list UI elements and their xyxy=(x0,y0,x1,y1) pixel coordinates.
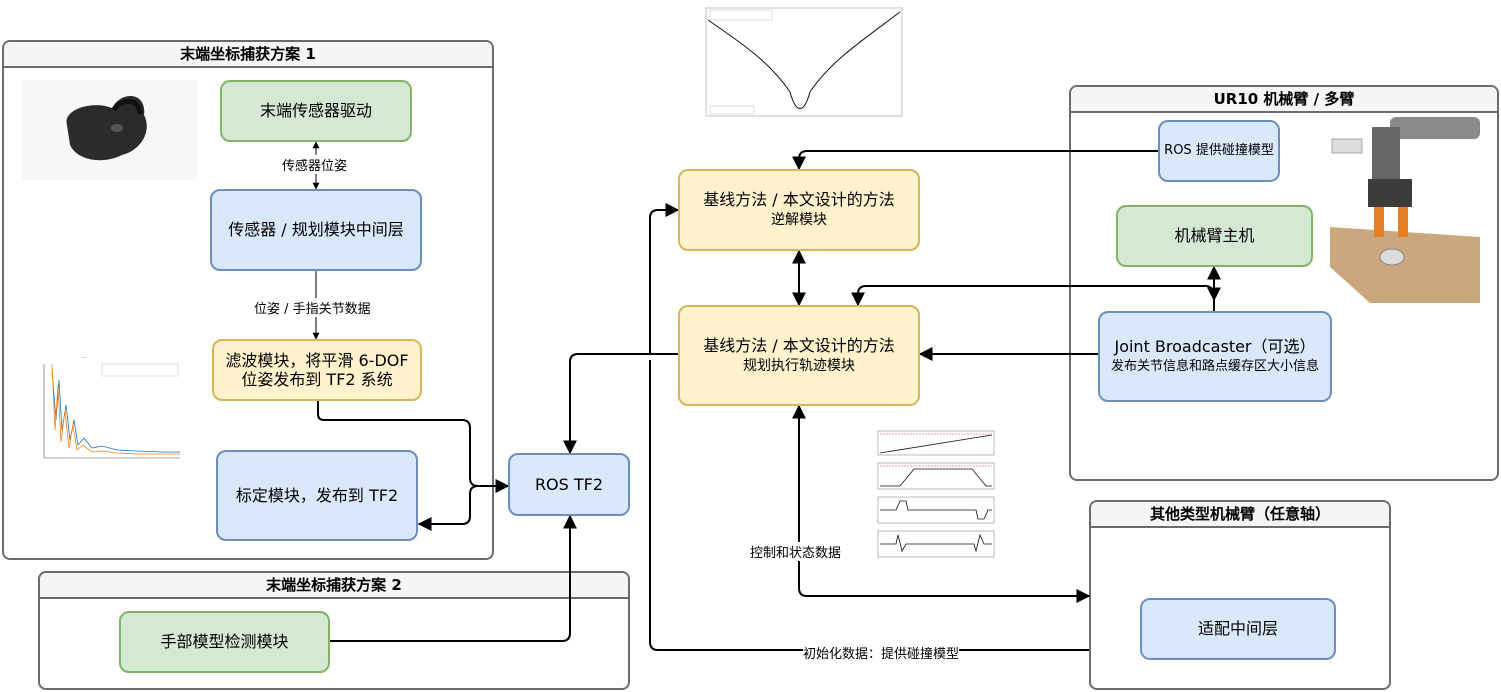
adapter-label: 适配中间层 xyxy=(1197,619,1278,638)
ik-line2: 逆解模块 xyxy=(771,212,827,228)
filter-node[interactable]: 滤波模块，将平滑 6-DOF 位姿发布到 TF2 系统 xyxy=(212,339,422,401)
arm-host-node[interactable]: 机械臂主机 xyxy=(1116,205,1313,267)
edge-tf2-ik xyxy=(570,210,678,453)
plan-line2: 规划执行轨迹模块 xyxy=(743,357,855,374)
scheme2-title: 末端坐标捕获方案 2 xyxy=(40,573,628,599)
calibration-node[interactable]: 标定模块，发布到 TF2 xyxy=(216,450,418,541)
ros-tf2-label: ROS TF2 xyxy=(534,474,604,494)
sensor-driver-label: 末端传感器驱动 xyxy=(259,101,372,120)
scheme1-title: 末端坐标捕获方案 1 xyxy=(4,42,492,68)
joint-line2: 发布关节信息和路点缓存区大小信息 xyxy=(1110,358,1319,374)
ik-line1: 基线方法 / 本文设计的方法 xyxy=(703,190,895,209)
other-arm-title: 其他类型机械臂（任意轴） xyxy=(1091,502,1389,528)
vr-tracker-image xyxy=(22,80,197,180)
edge-init-data xyxy=(649,360,1089,651)
svg-text:···: ··· xyxy=(82,355,87,361)
noise-plot-image: ··· xyxy=(22,350,184,478)
hand-detect-label: 手部模型检测模块 xyxy=(160,632,289,651)
control-state-label: 控制和状态数据 xyxy=(750,542,842,561)
edge-plan-other xyxy=(792,404,1091,603)
ros-collision-label: ROS 提供碰撞模型 xyxy=(1164,143,1274,158)
edge-tf2-calibration xyxy=(417,485,479,531)
edge-joint-plan-top xyxy=(851,285,1221,307)
curve-plot-image xyxy=(690,2,908,126)
joint-broadcaster-node[interactable]: Joint Broadcaster（可选） 发布关节信息和路点缓存区大小信息 xyxy=(1098,311,1332,402)
sensor-driver-node[interactable]: 末端传感器驱动 xyxy=(220,80,412,142)
robot-gripper-image xyxy=(1330,117,1480,303)
filter-label: 滤波模块，将平滑 6-DOF 位姿发布到 TF2 系统 xyxy=(225,351,409,389)
init-data-label: 初始化数据：提供碰撞模型 xyxy=(803,643,960,662)
plan-module-node[interactable]: 基线方法 / 本文设计的方法 规划执行轨迹模块 xyxy=(678,305,920,406)
sensor-middle-label: 传感器 / 规划模块中间层 xyxy=(228,220,404,239)
arm-host-label: 机械臂主机 xyxy=(1174,226,1255,245)
hand-detect-node[interactable]: 手部模型检测模块 xyxy=(119,611,330,673)
edge-collision-ik xyxy=(792,150,1158,171)
sensor-middle-node[interactable]: 传感器 / 规划模块中间层 xyxy=(210,189,422,271)
ros-collision-node[interactable]: ROS 提供碰撞模型 xyxy=(1158,120,1280,182)
ur10-title: UR10 机械臂 / 多臂 xyxy=(1071,87,1497,113)
ik-module-node[interactable]: 基线方法 / 本文设计的方法 逆解模块 xyxy=(678,169,920,251)
sensor-pose-label: 传感器位姿 xyxy=(282,155,348,174)
ros-tf2-node[interactable]: ROS TF2 xyxy=(508,453,630,516)
adapter-node[interactable]: 适配中间层 xyxy=(1140,598,1336,660)
pose-hand-label: 位姿 / 手指关节数据 xyxy=(254,298,371,317)
other-arm-group: 其他类型机械臂（任意轴） xyxy=(1089,500,1391,690)
edge-filter-tf2 xyxy=(317,401,510,493)
edge-hand-tf2 xyxy=(330,514,577,642)
calibration-label: 标定模块，发布到 TF2 xyxy=(235,485,399,505)
plan-line1: 基线方法 / 本文设计的方法 xyxy=(703,335,895,355)
joint-line1: Joint Broadcaster（可选） xyxy=(1114,336,1316,356)
